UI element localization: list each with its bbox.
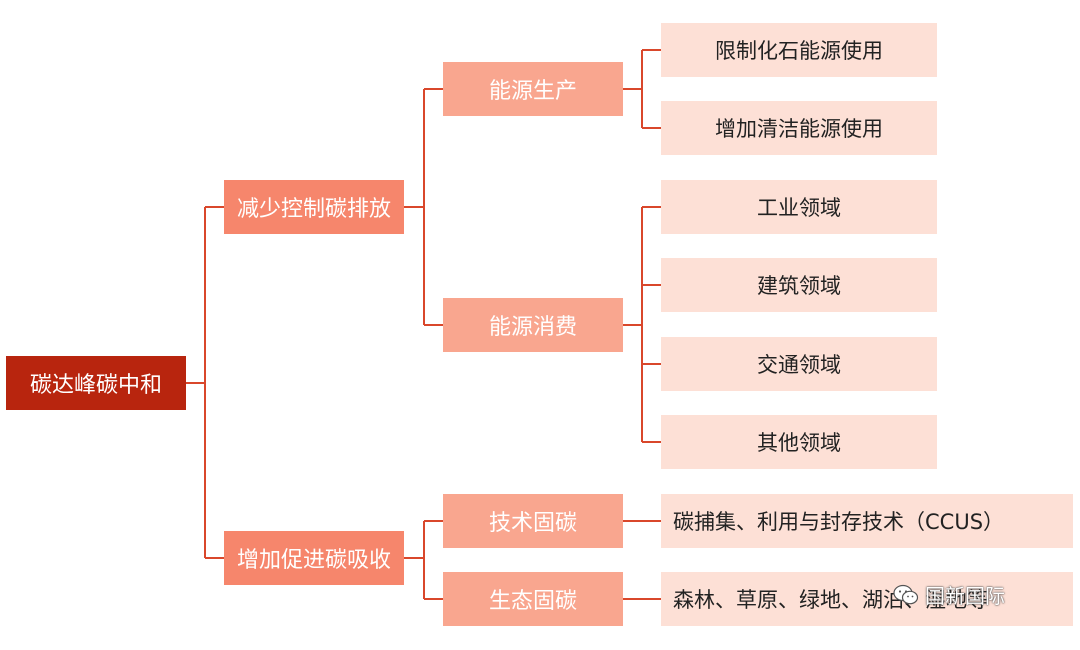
leaf-ccus: 碳捕集、利用与封存技术（CCUS） xyxy=(661,494,1073,548)
leaf-other: 其他领域 xyxy=(661,415,937,469)
connector-root-l1 xyxy=(186,206,224,559)
leaf-ecosystems: 森林、草原、绿地、湖泊、湿地等 xyxy=(661,572,1073,626)
watermark: 国新国际 xyxy=(893,580,1005,609)
sub-energy-production: 能源生产 xyxy=(443,62,623,116)
branch-reduce-emissions: 减少控制碳排放 xyxy=(224,180,404,234)
connector-b1-l2 xyxy=(404,88,443,326)
connector-l2-1-l3 xyxy=(623,49,661,129)
leaf-transport: 交通领域 xyxy=(661,337,937,391)
branch-increase-absorption: 增加促进碳吸收 xyxy=(224,531,404,585)
sub-energy-consumption: 能源消费 xyxy=(443,298,623,352)
sub-eco-sequestration: 生态固碳 xyxy=(443,572,623,626)
connector-l2-2-l3 xyxy=(623,206,661,443)
connector-b2-l2 xyxy=(404,520,443,600)
leaf-construction: 建筑领域 xyxy=(661,258,937,312)
root-node: 碳达峰碳中和 xyxy=(6,356,186,410)
leaf-industry: 工业领域 xyxy=(661,180,937,234)
leaf-limit-fossil-energy: 限制化石能源使用 xyxy=(661,23,937,77)
leaf-increase-clean-energy: 增加清洁能源使用 xyxy=(661,101,937,155)
wechat-icon xyxy=(893,584,919,604)
watermark-text: 国新国际 xyxy=(925,584,1005,608)
sub-tech-sequestration: 技术固碳 xyxy=(443,494,623,548)
